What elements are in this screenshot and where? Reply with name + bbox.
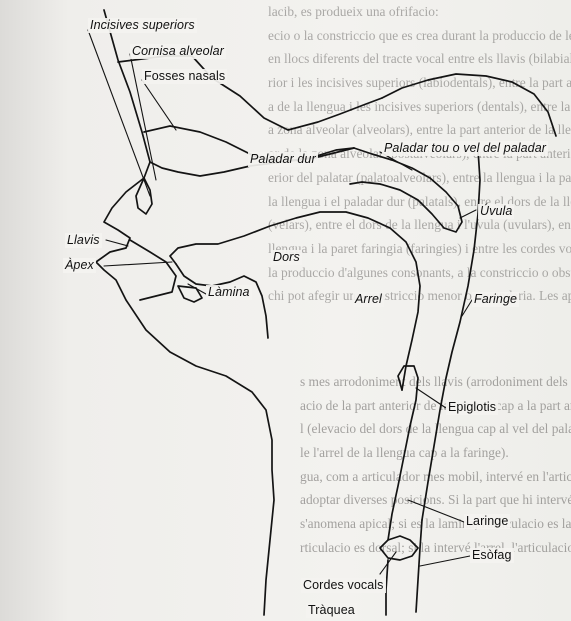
leader-fosses <box>142 80 176 130</box>
leader-lines <box>88 30 476 574</box>
label-fosses-nasals: Fosses nasals <box>142 69 227 84</box>
label-paladar-tou: Paladar tou o vel del paladar <box>382 141 548 156</box>
trachea-outline <box>386 560 388 615</box>
pharynx-back-wall <box>422 150 480 520</box>
label-arrel: Arrel <box>353 292 384 307</box>
label-llavis: Llavis <box>65 233 102 248</box>
label-dors: Dors <box>271 250 302 265</box>
face-profile-outline <box>96 10 274 615</box>
label-incisives-superiors: Incisives superiors <box>88 18 197 33</box>
leader-esofag <box>420 556 470 566</box>
label-traquea: Tràquea <box>306 603 357 618</box>
lower-incisor-shape <box>178 286 202 302</box>
vocal-cords-shape <box>380 536 418 560</box>
label-uvula: Úvula <box>478 204 514 219</box>
label-cordes-vocals: Cordes vocals <box>301 578 386 593</box>
leader-llavis <box>106 240 128 246</box>
label-cornisa-alveolar: Cornisa alveolar <box>130 44 226 59</box>
label-apex: Àpex <box>63 258 96 273</box>
leader-laringe <box>408 500 464 522</box>
lower-jaw-outline <box>130 240 176 300</box>
larynx-outline <box>388 426 410 540</box>
label-paladar-dur: Paladar dur <box>248 152 318 167</box>
leader-uvula <box>460 210 476 218</box>
soft-palate-outline <box>350 148 462 232</box>
label-esofag: Esòfag <box>470 548 514 563</box>
head-back-outline <box>382 74 556 136</box>
label-lamina: Làmina <box>206 285 252 300</box>
label-laringe: Laringe <box>464 514 510 529</box>
leader-apex <box>104 262 172 266</box>
epiglottis-shape <box>398 366 418 426</box>
label-epiglotis: Epiglotis <box>446 400 498 415</box>
nasal-cavity-outline <box>118 56 382 130</box>
label-faringe: Faringe <box>472 292 519 307</box>
